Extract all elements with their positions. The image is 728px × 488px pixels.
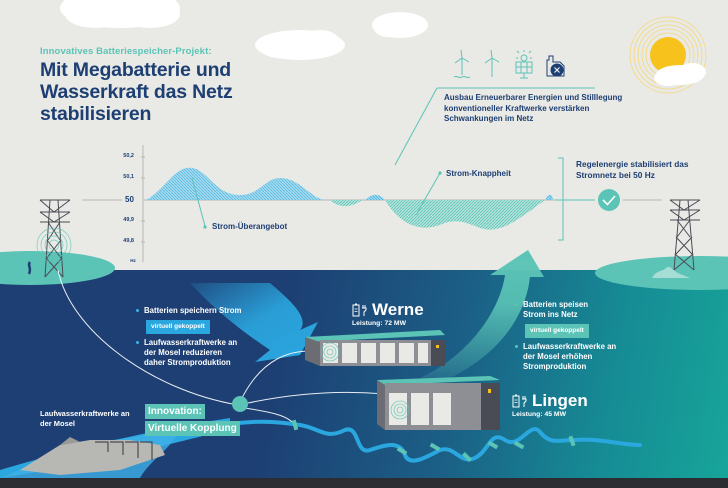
battery-charger-icon (512, 394, 527, 408)
axis-tick-50-1: 50,1 (123, 174, 134, 180)
axis-tick-49-9: 49,9 (123, 217, 134, 223)
right-bullet-2: Laufwasserkraftwerke an der Mosel erhöhe… (515, 342, 635, 372)
left-bullet-2: Laufwasserkraftwerke an der Mosel reduzi… (136, 338, 266, 368)
axis-unit: Hz (130, 258, 136, 263)
shortage-label: Strom-Knappheit (446, 169, 511, 178)
left-bullet-2-text: Laufwasserkraftwerke an der Mosel reduzi… (144, 338, 238, 367)
axis-tick-50-2: 50,2 (123, 153, 134, 159)
site-lingen-name: Lingen (532, 391, 588, 410)
hydro-dam-illustration (20, 437, 165, 475)
right-bullet-1-text: Batterien speisen Strom ins Netz (523, 300, 588, 319)
bullet-dot (515, 303, 518, 306)
right-coupling-badge: virtuell gekoppelt (525, 324, 589, 338)
renewables-note: Ausbau Erneuerbarer Energien und Stillle… (444, 93, 623, 123)
battery-lingen-illustration (377, 376, 500, 430)
left-coupling-badge: virtuell gekoppelt (146, 320, 210, 334)
bullet-dot (136, 341, 139, 344)
bullet-dot (136, 309, 139, 313)
battery-charger-icon (352, 303, 367, 317)
power-pylon-right (669, 199, 701, 271)
surplus-label: Strom-Überangebot (212, 222, 288, 231)
site-lingen-power: Leistung: 45 MW (512, 411, 566, 418)
sun-icon (629, 16, 707, 94)
site-werne: Werne Leistung: 72 MW (352, 300, 424, 327)
checkmark-icon (598, 189, 620, 211)
wind-turbine-icon (484, 49, 500, 77)
left-coupling-row: virtuell gekoppelt (146, 320, 266, 334)
site-werne-name: Werne (372, 300, 424, 319)
battery-werne-illustration (305, 330, 445, 366)
left-bullet-1-text: Batterien speichern Strom (144, 306, 242, 315)
renewables-icon-row (452, 49, 592, 80)
stabilization-note: Regelenergie stabilisiert das Stromnetz … (576, 159, 689, 180)
innovation-badge: Innovation: Virtuelle Kopplung (145, 404, 240, 436)
right-bullet-1: Batterien speisen Strom ins Netz (515, 300, 635, 320)
right-coupling-row: virtuell gekoppelt (525, 324, 635, 338)
shutdown-power-plant-icon (546, 55, 565, 77)
river-plants-label: Laufwasserkraftwerke an der Mosel (40, 409, 130, 428)
right-bullet-2-text: Laufwasserkraftwerke an der Mosel erhöhe… (523, 342, 617, 371)
offshore-wind-turbine-icon (453, 49, 471, 79)
infographic-canvas: Innovatives Batteriespeicher-Projekt: Mi… (0, 0, 728, 478)
right-info-panel: Batterien speisen Strom ins Netz virtuel… (515, 300, 635, 372)
site-lingen: Lingen Leistung: 45 MW (512, 391, 588, 418)
solar-panel-icon (515, 50, 533, 79)
axis-tick-50: 50 (125, 195, 134, 204)
clouds (60, 0, 428, 60)
left-bullet-1: Batterien speichern Strom (136, 306, 266, 316)
site-lingen-header: Lingen (512, 391, 588, 411)
bullet-dot (515, 345, 518, 348)
site-werne-power: Leistung: 72 MW (352, 320, 406, 327)
site-werne-header: Werne (352, 300, 424, 320)
header-kicker: Innovatives Batteriespeicher-Projekt: (40, 46, 212, 57)
left-info-panel: Batterien speichern Strom virtuell gekop… (136, 306, 266, 368)
innovation-line-1: Innovation: (145, 404, 205, 419)
virtual-coupling-node (232, 396, 248, 412)
innovation-line-2: Virtuelle Kopplung (145, 421, 240, 436)
page-title: Mit Megabatterie und Wasserkraft das Net… (40, 59, 233, 125)
axis-tick-49-8: 49,8 (123, 238, 134, 244)
